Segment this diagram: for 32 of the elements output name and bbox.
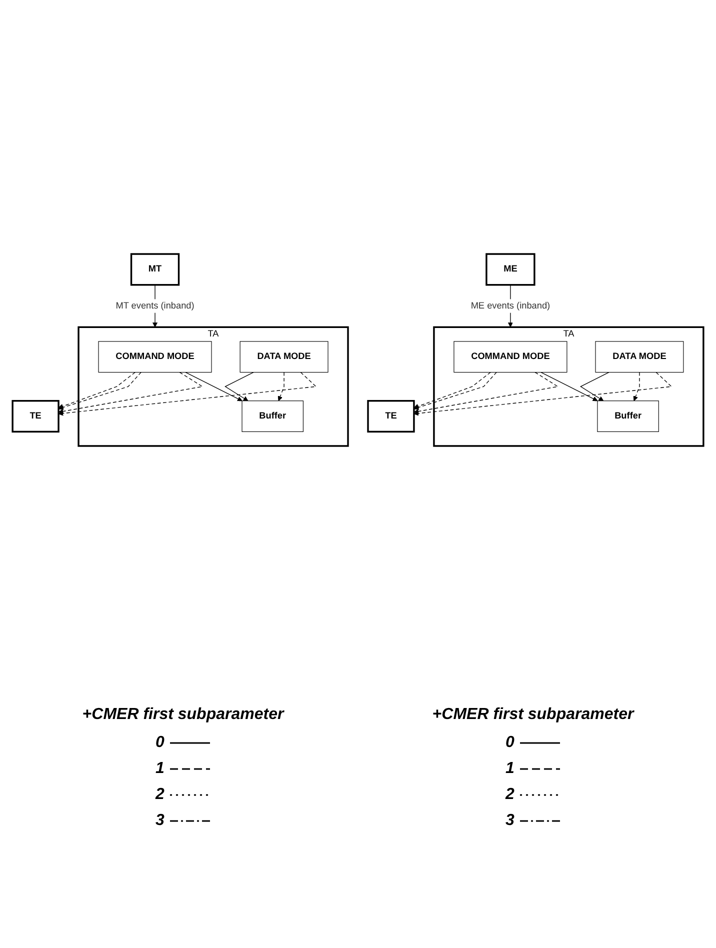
legend-heading: +CMER first subparameter <box>82 706 284 724</box>
arrow <box>540 372 598 402</box>
node-box: COMMAND MODE <box>454 341 568 373</box>
legend-text: 0 <box>506 734 514 752</box>
arrow <box>414 372 672 416</box>
edge-label: MT events (inband) <box>116 300 194 311</box>
arrow <box>58 372 317 416</box>
arrow <box>633 372 640 402</box>
arrow <box>580 372 610 402</box>
legend-text: 1 <box>506 760 514 778</box>
node-box: MT <box>130 253 180 286</box>
edge-label: ME events (inband) <box>470 300 550 311</box>
node-box: Buffer <box>242 400 304 432</box>
legend-heading: +CMER first subparameter <box>432 706 634 724</box>
node-box: TE <box>367 400 415 433</box>
arrow <box>414 372 559 414</box>
legend-text: 0 <box>156 734 164 752</box>
node-box: TE <box>12 400 60 433</box>
legend-text: 1 <box>156 760 164 778</box>
node-box: DATA MODE <box>240 341 328 373</box>
legend-text: 2 <box>156 786 164 804</box>
legend-text: 3 <box>156 812 164 830</box>
legend-text: 3 <box>506 812 514 830</box>
node-box: Buffer <box>597 400 659 432</box>
node-box: DATA MODE <box>595 341 684 373</box>
arrow <box>185 372 242 402</box>
legend-text: 2 <box>506 786 514 804</box>
arrow <box>224 372 254 402</box>
arrow <box>278 372 284 402</box>
node-box: ME <box>486 253 536 286</box>
node-box: COMMAND MODE <box>98 341 212 373</box>
arrow <box>58 372 204 414</box>
